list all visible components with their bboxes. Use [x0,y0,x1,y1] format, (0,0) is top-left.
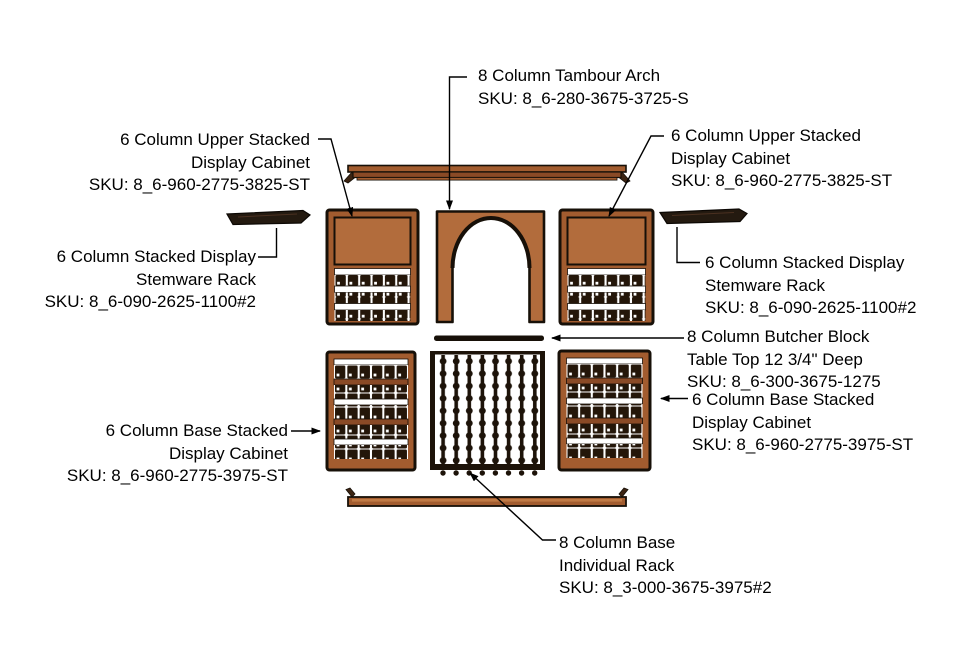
part-name: 6 Column Base Stacked [105,421,288,440]
label-base-individual-rack: 8 Column Base Individual Rack SKU: 8_3-0… [559,532,772,600]
part-name: Individual Rack [559,555,675,575]
base-right-cabinet-graphic [557,349,652,472]
part-sku: SKU: 8_6-280-3675-3725-S [478,88,689,108]
part-name: 8 Column Tambour Arch [478,66,661,85]
base-left-cabinet-graphic [325,350,417,472]
label-upper-right-cabinet: 6 Column Upper Stacked Display Cabinet S… [671,125,892,193]
label-stemware-left: 6 Column Stacked Display Stemware Rack S… [14,246,256,314]
leader-tambour-arch [446,76,467,210]
part-sku: SKU: 8_6-300-3675-1275 [687,372,881,391]
base-strip-graphic [345,487,629,507]
part-name: Display Cabinet [168,443,288,463]
leader-upper-left-cabinet [318,138,354,217]
label-tambour-arch: 8 Column Tambour Arch SKU: 8_6-280-3675-… [478,65,689,110]
part-sku: SKU: 8_6-960-2775-3975-ST [66,466,288,485]
label-base-right-cabinet: 6 Column Base Stacked Display Cabinet SK… [692,389,913,457]
part-sku: SKU: 8_6-090-2625-1100#2 [44,292,256,311]
upper-right-cabinet-graphic [558,208,655,326]
part-name: 6 Column Base Stacked [692,390,875,409]
part-sku: SKU: 8_6-960-2775-3975-ST [692,435,914,454]
part-name: 6 Column Stacked Display [705,253,905,272]
leader-base-individual-rack [469,472,556,541]
leader-stemware-right [676,227,700,264]
part-name: Display Cabinet [671,148,791,168]
label-butcher-block: 8 Column Butcher Block Table Top 12 3/4"… [687,326,881,394]
label-base-left-cabinet: 6 Column Base Stacked Display Cabinet SK… [50,420,288,488]
butcher-block-graphic [434,335,544,341]
part-name: Stemware Rack [136,269,256,289]
part-sku: SKU: 8_6-090-2625-1100#2 [705,298,917,317]
base-individual-rack-graphic [430,351,545,476]
tambour-arch-graphic [435,210,546,324]
part-name: 8 Column Base [559,533,676,552]
label-upper-left-cabinet: 6 Column Upper Stacked Display Cabinet S… [60,129,310,197]
part-sku: SKU: 8_6-960-2775-3825-ST [671,171,893,190]
stemware-rack-left-graphic [225,209,311,226]
part-name: Display Cabinet [190,152,310,172]
label-stemware-right: 6 Column Stacked Display Stemware Rack S… [705,252,916,320]
leader-lines [258,76,700,541]
part-sku: SKU: 8_6-960-2775-3825-ST [88,175,310,194]
part-name: 6 Column Upper Stacked [120,130,310,149]
part-name: 6 Column Stacked Display [56,247,256,266]
stemware-rack-right-graphic [658,208,748,225]
upper-left-cabinet-graphic [325,208,420,326]
crown-shelf-graphic [343,164,631,184]
part-name: Display Cabinet [692,412,812,432]
part-name: Table Top 12 3/4" Deep [687,349,863,369]
part-name: 6 Column Upper Stacked [671,126,861,145]
part-sku: SKU: 8_3-000-3675-3975#2 [559,578,772,597]
part-name: 8 Column Butcher Block [687,327,870,346]
leader-stemware-left [258,228,278,258]
part-name: Stemware Rack [705,275,825,295]
leader-upper-right-cabinet [608,135,664,217]
